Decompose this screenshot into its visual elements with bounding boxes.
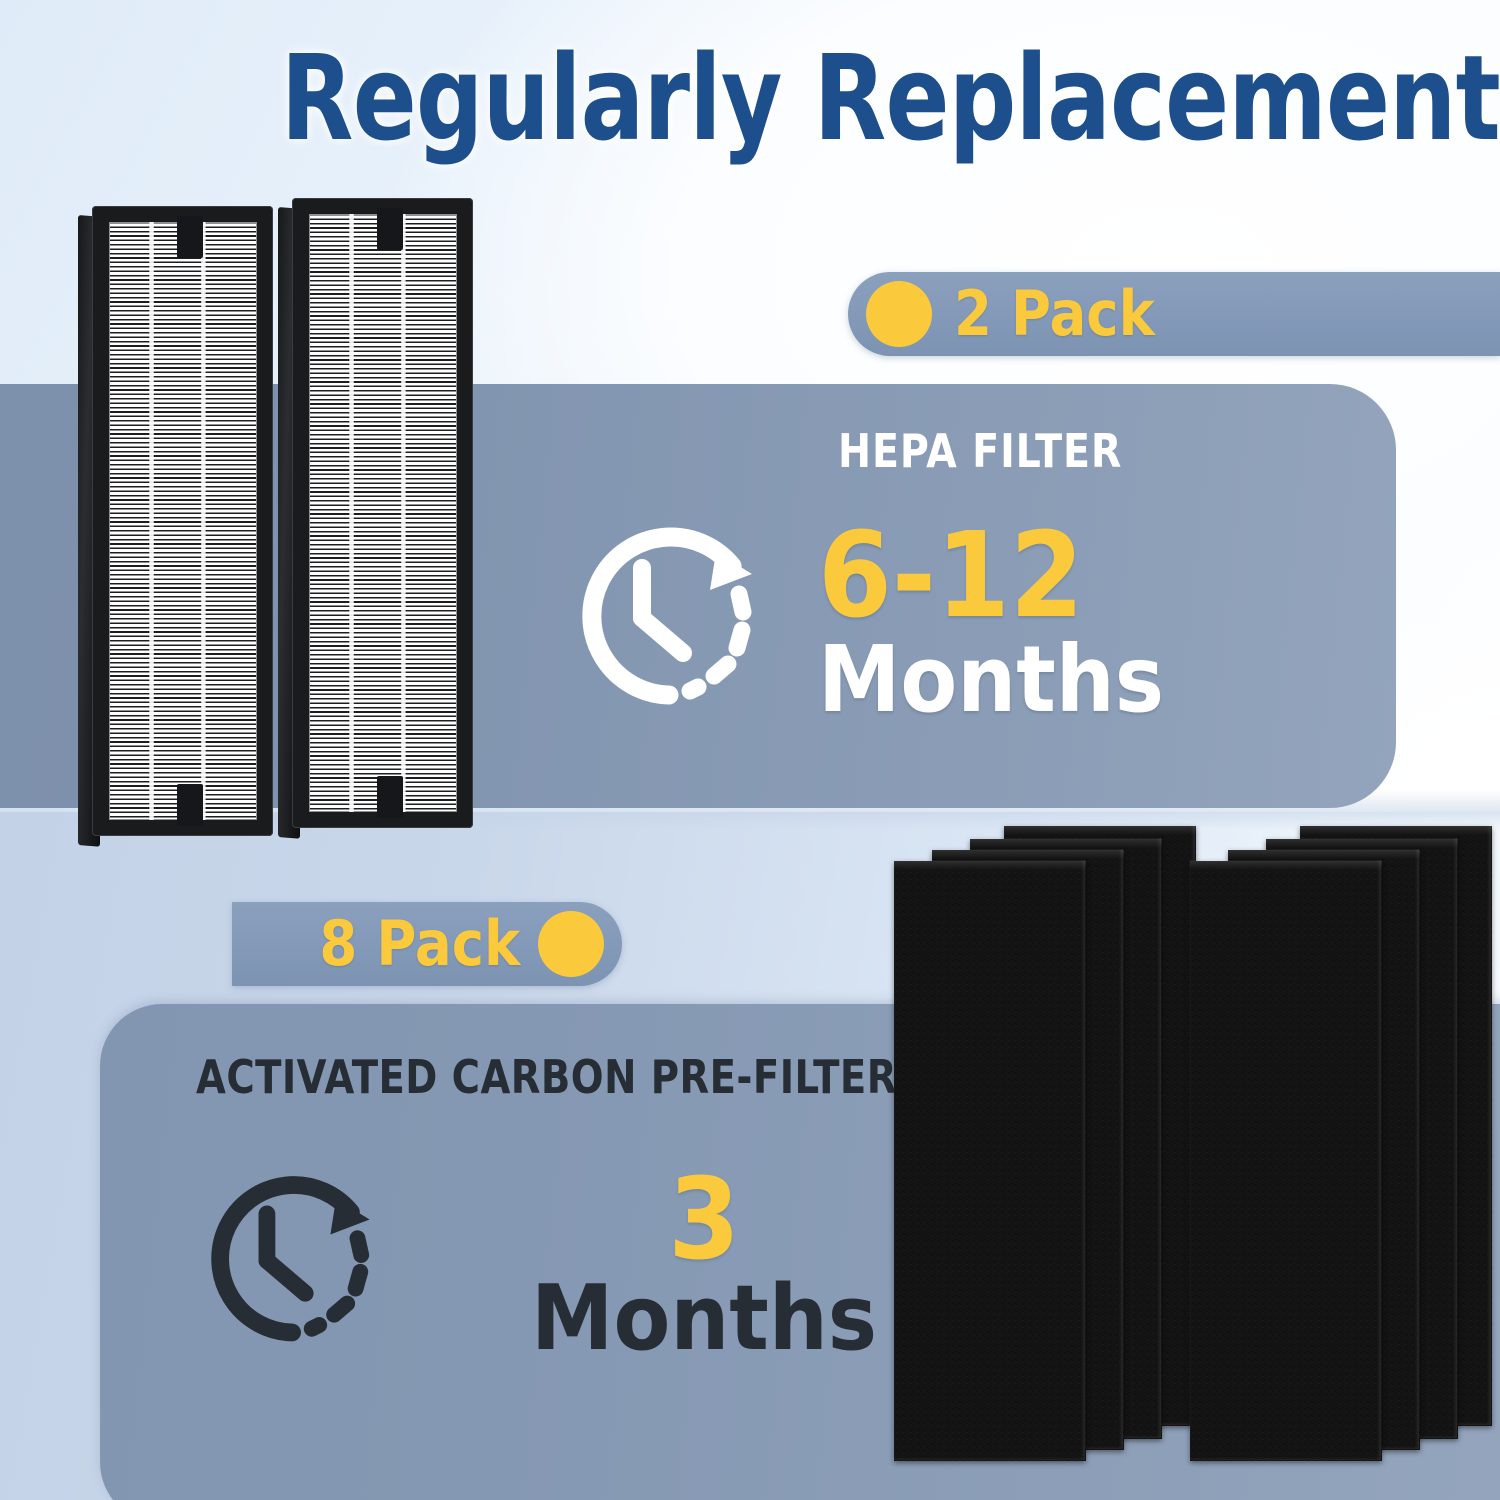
badge-dot-icon <box>866 281 932 347</box>
hepa-filter-panel <box>278 198 473 839</box>
carbon-filter-sheet <box>1190 861 1382 1461</box>
hepa-duration: 6-12 Months <box>818 506 1203 733</box>
badge-8-pack: 8 Pack <box>232 902 622 986</box>
hepa-filter-tab-top <box>376 208 403 250</box>
carbon-section-label: ACTIVATED CARBON PRE-FILTER <box>196 1050 897 1104</box>
hepa-filter-frame <box>92 206 273 836</box>
badge-dot-icon <box>538 911 604 977</box>
hepa-section-label: HEPA FILTER <box>838 424 1123 478</box>
hepa-filter-pleated-media <box>109 222 257 820</box>
hepa-filter-tab-bottom <box>176 784 203 826</box>
clock-refresh-icon <box>196 1160 392 1350</box>
clock-refresh-icon <box>566 512 776 712</box>
carbon-duration-number: 3 <box>668 1155 740 1285</box>
badge-2-pack: 2 Pack <box>848 272 1500 356</box>
carbon-duration-unit: Months <box>531 1266 878 1372</box>
page-title: Regularly Replacement <box>280 29 1500 167</box>
carbon-filter-product-group <box>890 806 1492 1500</box>
hepa-duration-unit: Months <box>818 625 1165 733</box>
carbon-filter-sheet <box>894 861 1086 1461</box>
hepa-filter-panel <box>78 206 273 847</box>
hepa-filter-pleated-media <box>309 214 457 812</box>
hepa-filter-product-group <box>78 196 498 856</box>
hepa-filter-tab-top <box>176 216 203 258</box>
badge-8-pack-label: 8 Pack <box>319 907 520 980</box>
carbon-duration: 3 Months <box>516 1155 892 1372</box>
hepa-filter-tab-bottom <box>376 776 403 818</box>
hepa-duration-number: 6-12 <box>818 506 1084 644</box>
badge-2-pack-label: 2 Pack <box>954 277 1155 350</box>
hepa-filter-frame <box>292 198 473 828</box>
